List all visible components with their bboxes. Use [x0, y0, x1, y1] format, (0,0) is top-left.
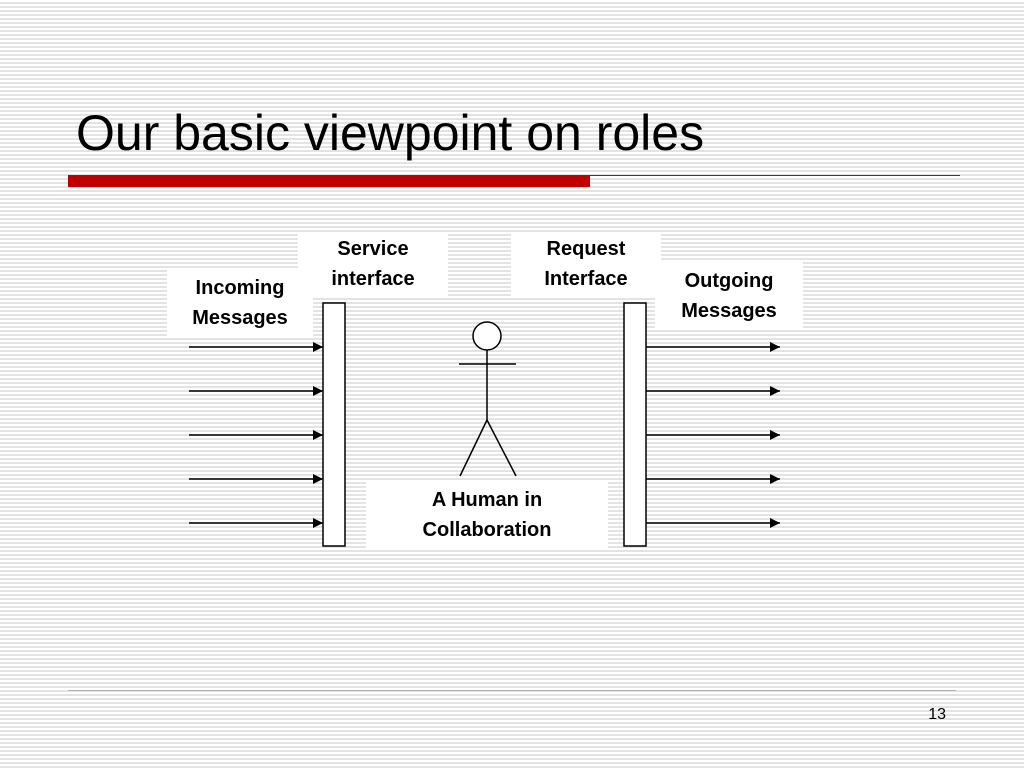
- title-underline-rule: [590, 175, 960, 176]
- human-left-leg: [459, 419, 488, 477]
- human-collaboration-label: A Human in Collaboration: [366, 482, 608, 548]
- human-right-leg: [486, 419, 517, 477]
- outgoing-messages-label: Outgoing Messages: [655, 262, 803, 330]
- service-interface-bar: [322, 302, 346, 547]
- slide-title: Our basic viewpoint on roles: [76, 105, 705, 161]
- incoming-messages-label: Incoming Messages: [167, 270, 313, 336]
- request-interface-bar: [623, 302, 647, 547]
- human-stick-figure: [459, 321, 517, 477]
- outgoing-arrows: [646, 342, 780, 528]
- footer-rule: [68, 690, 956, 691]
- service-interface-label: Service interface: [298, 232, 448, 296]
- human-head: [472, 321, 502, 351]
- title-underline-accent: [68, 175, 590, 187]
- request-interface-label: Request Interface: [511, 232, 661, 296]
- incoming-arrows: [189, 342, 323, 528]
- page-number: 13: [928, 706, 946, 723]
